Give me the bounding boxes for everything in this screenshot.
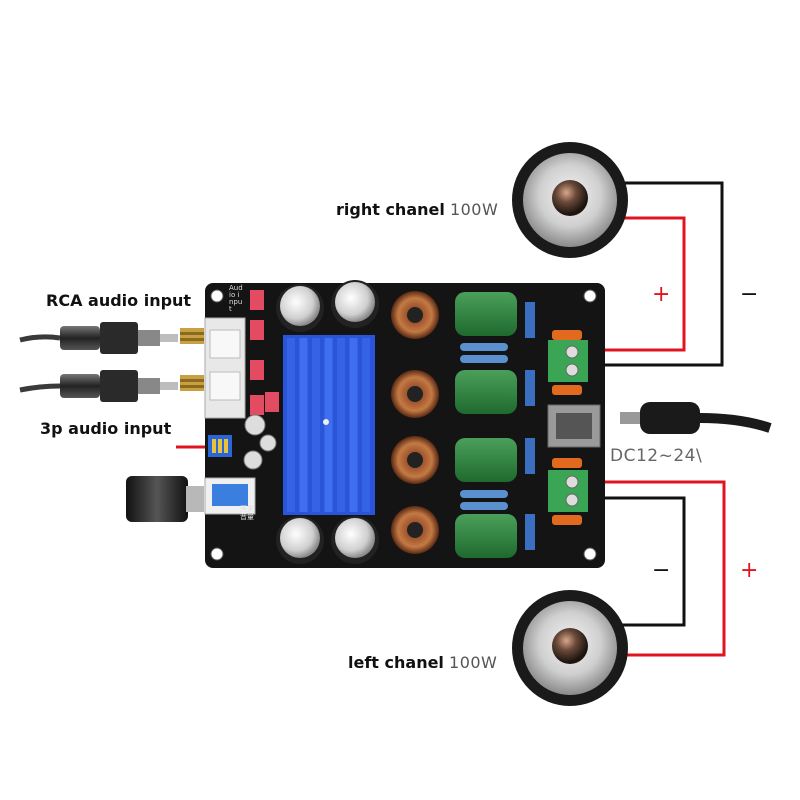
left-positive-wire [588,480,726,657]
dc-input-label: DC12~24\ [610,446,703,466]
left-channel-label: left chanel 100W [348,653,497,672]
heatsink-screw [323,419,329,425]
heatsink [283,335,375,515]
heatsink-fin [287,338,295,512]
volume-potentiometer [204,477,256,515]
3p-input-label: 3p audio input [40,419,172,438]
heatsink-fin [312,338,320,512]
capacitor-top-2 [331,280,379,328]
left-channel-power: 100W [449,653,498,672]
inductor-3 [391,436,439,484]
right-speaker [512,142,628,258]
rca-cable-top [19,334,61,343]
right-channel-power: 100W [449,200,499,219]
capacitor-top-1 [276,284,324,332]
volume-knob [126,476,204,522]
inductor-2 [391,370,439,418]
left-negative-wire [588,496,686,627]
heatsink-fin [299,338,308,512]
right-channel-name: right chanel [336,200,445,219]
heatsink-fin [337,338,345,512]
left-speaker [512,590,628,706]
dc-jack [547,404,601,448]
left-negative-sign: − [652,558,671,583]
rca-plug-top [60,322,178,354]
inductor-1 [391,291,439,339]
board-audio-input-silk: Audio input [229,284,243,313]
rca-input-label: RCA audio input [46,291,192,310]
film-capacitor-3 [455,438,517,482]
inductor-4 [391,506,439,554]
resistors-bottom [460,490,508,510]
3p-header [208,435,232,457]
left-positive-sign: + [740,558,759,583]
film-capacitor-2 [455,370,517,414]
film-capacitor-4 [455,514,517,558]
film-capacitor-1 [455,292,517,336]
right-channel-label: right chanel 100W [336,200,498,219]
dc-power-plug [620,402,772,434]
right-negative-sign: − [740,282,759,307]
rca-plug-bottom [60,370,178,402]
heatsink-fin [349,338,358,512]
right-speaker-terminal [548,340,588,382]
board-switch-volume-silk: 开关 音量 [240,505,254,521]
right-positive-wire [588,216,686,352]
right-positive-sign: + [652,282,671,307]
left-speaker-terminal [548,470,588,512]
heatsink-fin [362,338,370,512]
left-channel-name: left chanel [348,653,444,672]
rca-jack-bottom [180,375,204,391]
amplifier-board [180,280,605,568]
right-negative-wire [588,181,724,367]
capacitor-bottom-2 [331,516,379,564]
capacitor-bottom-1 [276,516,324,564]
rca-cable-bottom [19,383,61,393]
resistors-top [460,343,508,363]
rca-jack-top [180,328,204,344]
heatsink-fin [324,338,333,512]
